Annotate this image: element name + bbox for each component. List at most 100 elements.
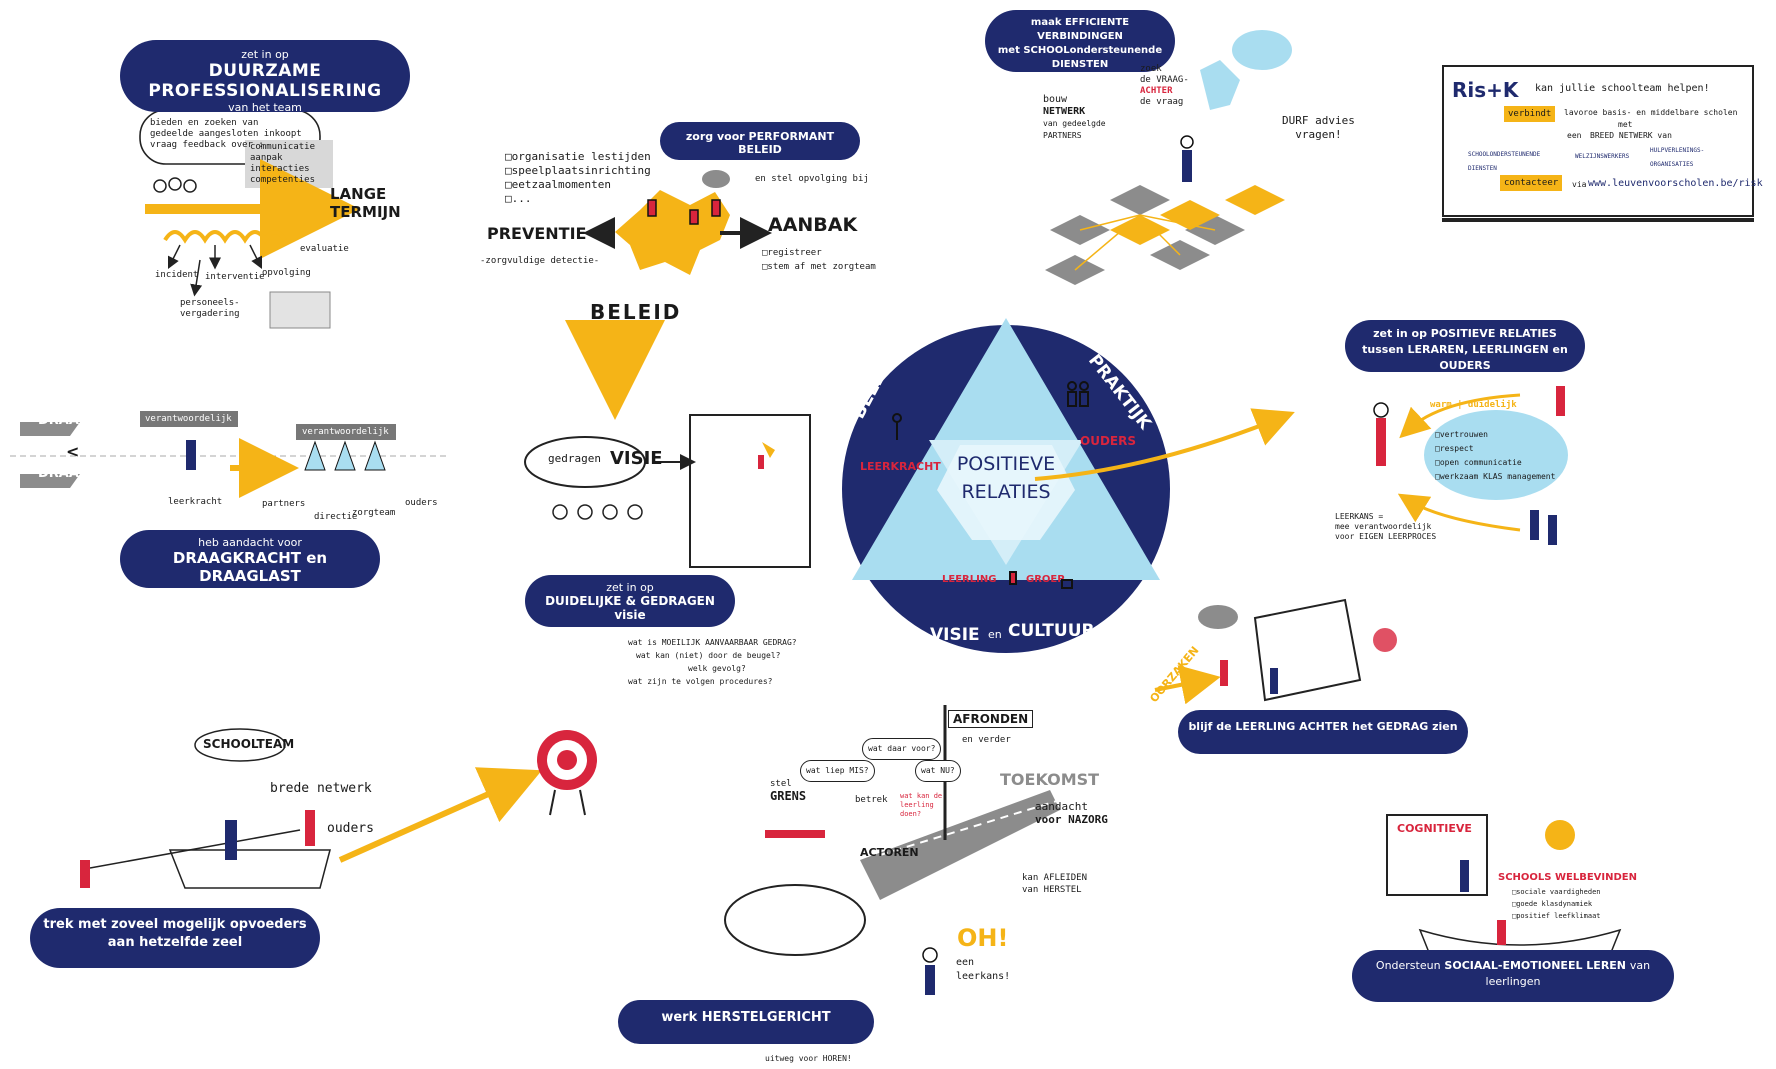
brede-netwerk-label: brede netwerk xyxy=(270,781,372,796)
visie-illustration xyxy=(524,414,811,568)
zoek-vraag: zoek de VRAAG- ACHTER de vraag xyxy=(1140,64,1189,107)
visie-label: VISIE xyxy=(610,448,663,469)
draag-partners: partners xyxy=(262,499,306,509)
prof-opvolging: opvolging xyxy=(262,268,311,278)
bubble-mis: wat liep MIS? xyxy=(800,760,875,782)
risk-tagline: kan jullie schoolteam helpen! xyxy=(1535,83,1710,94)
leerkans-label: een leerkans! xyxy=(956,957,1011,982)
ouders-label: OUDERS xyxy=(1080,434,1136,448)
risk-via: via xyxy=(1572,180,1587,189)
risk-een: een xyxy=(1567,131,1582,140)
sign-left: verantwoordelijk xyxy=(145,414,232,424)
parents-figure xyxy=(1067,381,1089,407)
visie-cloud: zet in op DUIDELIJKE & GEDRAGEN visie xyxy=(525,575,735,627)
netwerk-cloud: maak EFFICIENTE VERBINDINGEN met SCHOOLo… xyxy=(985,10,1175,72)
ring-bottom-visie: VISIE xyxy=(930,625,980,645)
sign-right: verantwoordelijk xyxy=(302,427,389,437)
toekomst-road xyxy=(860,790,1060,900)
arrow-to-relaties xyxy=(1034,408,1295,481)
achter-illustration xyxy=(1154,598,1397,705)
visie-questions: wat is MOEILIJK AANVAARBAAR GEDRAG? wat … xyxy=(628,638,797,686)
team-ouders-label: ouders xyxy=(327,821,374,836)
responsibility-sign-right xyxy=(296,424,396,440)
durf-advies: DURF advies vragen! xyxy=(1282,114,1355,141)
risk-contacteer: contacteer xyxy=(1500,175,1563,191)
target-icon xyxy=(537,730,597,816)
prof-title-main: DUURZAME PROFESSIONALISERING xyxy=(148,61,382,101)
oh-label: OH! xyxy=(957,924,1009,952)
cognitieve-label: COGNITIEVE xyxy=(1397,822,1472,835)
draag-cloud: heb aandacht voor DRAAGKRACHT en DRAAGLA… xyxy=(120,530,380,588)
draag-directie: directie xyxy=(314,512,358,522)
risk-node-1: WELZIJNSWERKERS xyxy=(1575,153,1630,160)
bubble-nu: wat NU? xyxy=(915,760,961,782)
draagkracht-label: DRAAGKRACHT xyxy=(38,466,150,481)
prof-tags: communicatie aanpak interacties competen… xyxy=(250,142,316,185)
bubble-daarvoor: wat daar voor? xyxy=(862,738,942,760)
beleid-burst xyxy=(615,190,730,275)
actoren-label: ACTOREN xyxy=(860,846,919,859)
achter-cloud: blijf de LEERLING ACHTER het GEDRAG zien xyxy=(1178,710,1468,754)
detectie-label: -zorgvuldige detectie- xyxy=(480,256,600,266)
sociaal-items: sociale vaardigheden goede klasdynamiek … xyxy=(1512,886,1600,922)
risk-verbindt: verbindt xyxy=(1504,106,1556,122)
risk-line1: lavoroe basis- en middelbare scholen xyxy=(1564,108,1738,117)
nazorg-label: aandacht voor NAZORG xyxy=(1035,800,1108,826)
core-label-positieve: POSITIEVE xyxy=(957,453,1055,475)
responsibility-sign-left xyxy=(140,411,238,427)
team-cloud: trek met zoveel mogelijk opvoeders aan h… xyxy=(30,908,320,968)
risk-netwerk: BREED NETWERK van xyxy=(1590,131,1672,140)
herstel-under: uitweg voor HOREN! xyxy=(765,1054,852,1063)
herstel-hint: wat kan de leerling doen? xyxy=(900,792,943,818)
loop-spiral xyxy=(163,230,287,244)
schoolteam-label: SCHOOLTEAM xyxy=(203,737,295,751)
afronden-label: AFRONDEN xyxy=(948,710,1034,728)
relaties-items: vertrouwen respect open communicatie wer… xyxy=(1435,428,1556,484)
relaties-leerkans: LEERKANS = mee verantwoordelijk voor EIG… xyxy=(1335,512,1437,541)
draag-zorgteam: zorgteam xyxy=(352,508,396,518)
meeting-image xyxy=(269,291,331,329)
leerkracht-label: LEERKRACHT xyxy=(860,460,941,473)
sun-icon xyxy=(1545,820,1575,850)
risk-met: met xyxy=(1618,120,1633,129)
draag-illustration xyxy=(10,411,450,498)
beleid-items: organisatie lestijden speelplaatsinricht… xyxy=(505,150,651,206)
core-label-relaties: RELATIES xyxy=(961,481,1050,503)
teacher-figure xyxy=(892,413,902,440)
draag-ouders: ouders xyxy=(405,498,438,508)
group-figure xyxy=(1009,571,1073,589)
prof-cloud: zet in op DUURZAME PROFESSIONALISERING v… xyxy=(120,40,410,114)
draag-lt: < xyxy=(66,442,80,461)
beleid-cloud: zorg voor PERFORMANT BELEID xyxy=(660,122,860,160)
prof-title-pre: zet in op xyxy=(241,48,289,61)
draaglast-label: DRAAGLAST xyxy=(38,413,127,428)
sociaal-cloud: Ondersteun SOCIAAL-EMOTIONEEL LEREN van … xyxy=(1352,950,1674,1002)
team-illustration xyxy=(80,728,597,889)
prof-illustration xyxy=(139,109,360,329)
draag-leerkracht: leerkracht xyxy=(168,497,223,507)
risk-node-2: HULPVERLENINGS-ORGANISATIES xyxy=(1650,147,1705,168)
risk-title: Ris+K xyxy=(1452,78,1519,102)
central-diagram: ONDERSTEUNENDE DIENSTEN BELEID PRAKTIJK … xyxy=(842,296,1170,653)
risk-url: www.leuvenvoorscholen.be/risk xyxy=(1588,178,1763,189)
risk-node-0: SCHOOLONDERSTEUNENDE DIENSTEN xyxy=(1468,151,1541,172)
risk-board xyxy=(1442,65,1754,222)
beleid-heading: BELEID xyxy=(590,300,682,324)
bouw-netwerk: bouw NETWERK van gedeelgde PARTNERS xyxy=(1043,94,1106,140)
lange-termijn-label: LANGE TERMIJN xyxy=(330,185,401,221)
aanbak-label: AANBAK xyxy=(768,214,858,236)
groep-label: GROEP xyxy=(1026,574,1065,585)
prof-incident: incident xyxy=(155,270,199,280)
prof-bubble: bieden en zoeken van gedeelde aangeslote… xyxy=(150,118,302,150)
welbevinden-label: SCHOOLS WELBEVINDEN xyxy=(1498,872,1637,883)
gedragen-label: gedragen xyxy=(548,452,601,465)
leerling-label: LEERLING xyxy=(942,574,996,585)
ring-bottom-cultuur: CULTUUR xyxy=(1008,621,1095,641)
standing-person xyxy=(1182,150,1192,182)
herstel-illustration xyxy=(724,705,1061,995)
stel-grens: stel GRENS xyxy=(770,779,807,803)
prof-interventie: interventie xyxy=(205,272,265,282)
ring-bottom-en: en xyxy=(988,628,1002,641)
team-arrow xyxy=(338,767,542,863)
afleiden-label: kan AFLEIDEN van HERSTEL xyxy=(1022,873,1088,895)
